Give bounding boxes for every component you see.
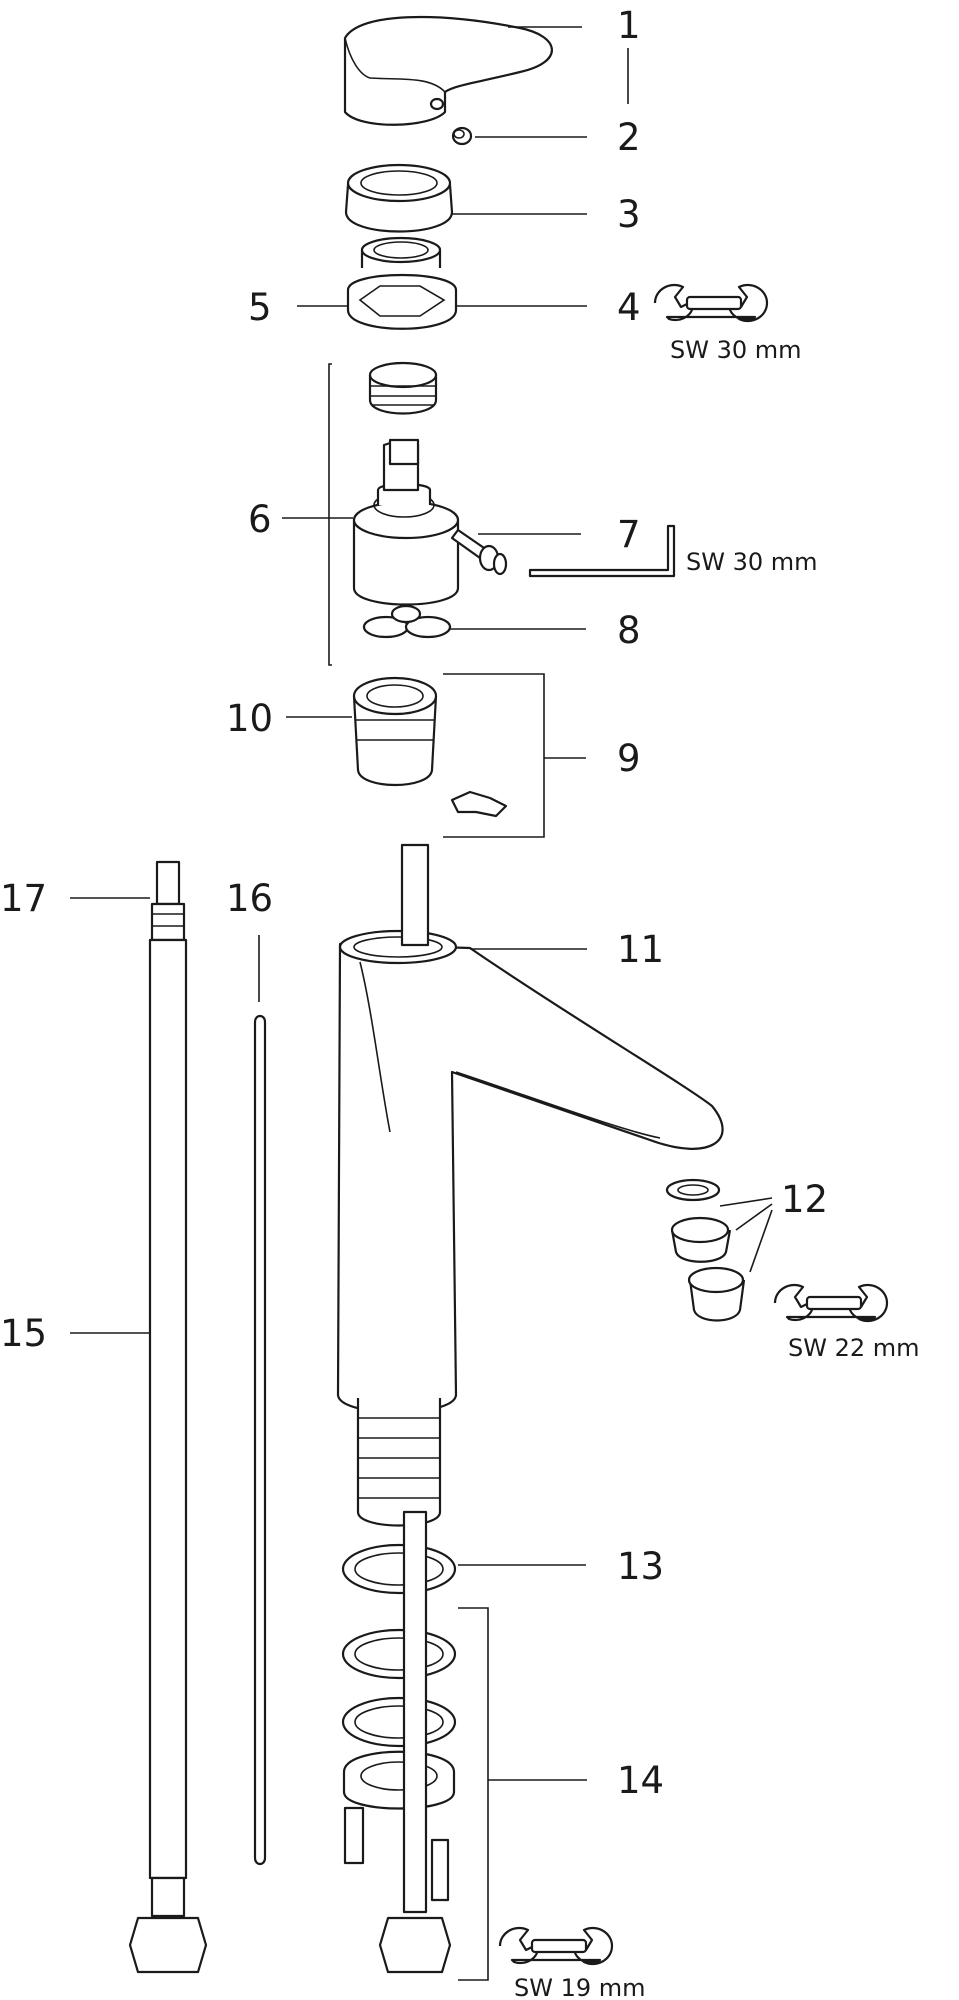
callout-14: 14 <box>617 1759 664 1802</box>
part-9-10-insert <box>286 673 586 838</box>
part-7-screw-and-key <box>450 524 676 578</box>
callout-7: 7 <box>617 513 641 556</box>
part-13-washer <box>341 1543 586 1595</box>
callout-5: 5 <box>248 286 272 329</box>
supply-hose-inner <box>378 1510 452 1974</box>
callout-3: 3 <box>617 193 641 236</box>
part-1-lever-handle <box>343 15 629 126</box>
callout-13: 13 <box>617 1545 664 1588</box>
allen-key-icon <box>528 524 676 578</box>
part-12-aerator <box>665 1178 773 1322</box>
callout-10: 10 <box>226 697 273 740</box>
part-6-cartridge-group <box>282 361 460 666</box>
part-8-o-rings <box>362 604 586 639</box>
part-2-grub-screw <box>451 126 587 146</box>
part-3-cover-cap <box>344 163 587 233</box>
wrench-icon <box>653 283 769 323</box>
callout-12: 12 <box>781 1178 828 1221</box>
callout-16: 16 <box>226 877 273 920</box>
callout-2: 2 <box>617 116 641 159</box>
tool-size-label-4: SW 30 mm <box>670 336 802 364</box>
tool-size-label-12: SW 22 mm <box>788 1334 920 1362</box>
part-16-lift-rod <box>253 935 267 1866</box>
callout-4: 4 <box>617 286 641 329</box>
tool-size-label-14: SW 19 mm <box>514 1974 646 2000</box>
part-14-mounting-set <box>341 1607 587 1981</box>
callout-1: 1 <box>617 4 641 47</box>
callout-6: 6 <box>248 498 272 541</box>
wrench-icon <box>773 1283 889 1323</box>
callout-11: 11 <box>617 928 664 971</box>
callout-8: 8 <box>617 609 641 652</box>
wrench-icon <box>498 1926 614 1966</box>
tool-size-label-7: SW 30 mm <box>686 548 818 576</box>
part-11-spout-body <box>336 843 724 1527</box>
callout-9: 9 <box>617 737 641 780</box>
part-4-5-cartridge-nut <box>297 236 587 330</box>
part-15-17-flex-hose <box>70 860 208 1974</box>
callout-17: 17 <box>0 877 47 920</box>
callout-15: 15 <box>0 1312 47 1355</box>
